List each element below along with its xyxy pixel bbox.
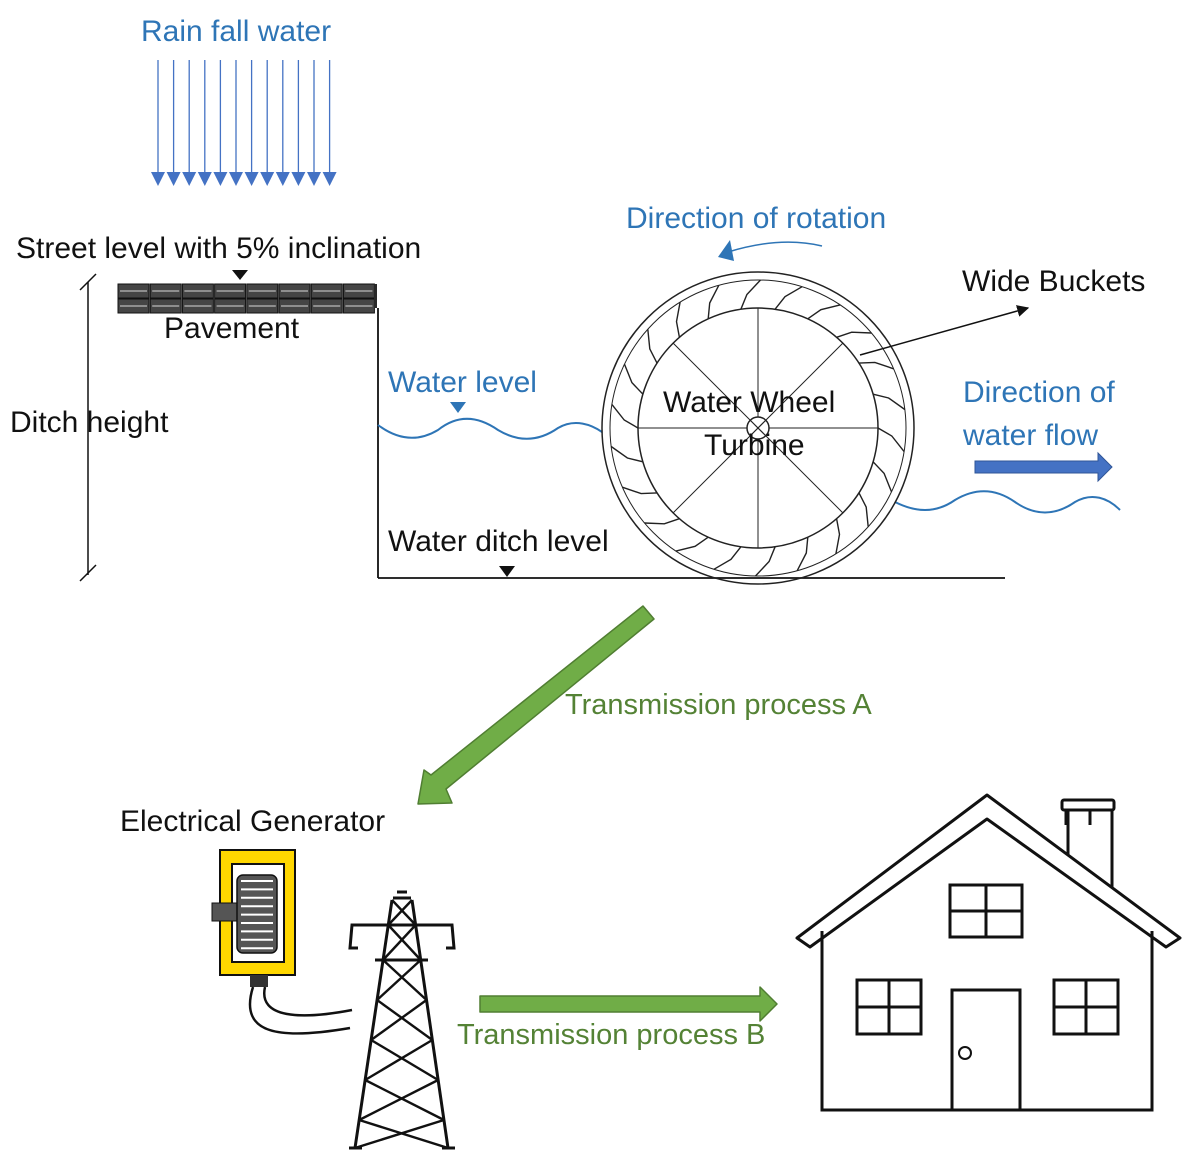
wheel-bucket [858,492,869,527]
water-wave-left [377,417,603,440]
wheel-bucket [796,537,809,572]
wheel-bucket [644,518,680,525]
rain-arrow [244,60,259,186]
wheel-bucket [858,361,894,370]
rain-arrow [229,60,243,186]
buckets-pointer [859,305,1030,356]
pavement-label: Pavement [164,312,300,345]
wheel-bucket [675,536,709,552]
ditch-height-dimension [79,273,97,582]
rain-arrow [291,60,306,186]
electrical-generator [211,849,353,1035]
wheel-bucket [836,331,872,338]
wheel-label-line1: Water Wheel [663,386,836,419]
rain-arrows [151,60,337,186]
wheel-bucket [754,546,776,577]
rain-arrow [166,60,181,186]
wheel-spoke [757,342,844,429]
rain-arrow [260,60,275,186]
wheel-bucket [610,445,644,463]
ditch-height-label: Ditch height [10,406,169,439]
rain-arrow [213,60,228,186]
wheel-bucket [622,486,658,495]
rain-arrow [307,60,321,186]
street-level-label: Street level with 5% inclination [16,232,422,265]
water-wheel [601,271,915,585]
rain-arrow [322,60,337,186]
wheel-label-line2: Turbine [704,429,805,462]
rain-arrow [197,60,212,186]
wheel-bucket [713,546,742,570]
transmission-arrow-b [479,986,778,1022]
wheel-spoke [672,342,759,429]
rain-label: Rain fall water [141,15,332,48]
ditch-outline [375,284,1005,579]
water-level-marker [450,402,466,413]
transmission-b-label: Transmission process B [457,1019,766,1051]
rain-arrow [151,60,165,186]
flow-direction-arrow [974,451,1113,483]
wheel-bucket [611,403,639,429]
wheel-outer-rim [601,271,915,585]
transmission-tower [348,890,456,1150]
flow-label-line1: Direction of [963,376,1115,409]
street-level-marker [232,270,248,280]
wheel-bucket [675,301,681,338]
flow-label-line2: water flow [963,419,1099,452]
pavement-bricks [117,283,375,314]
wheel-bucket [872,393,906,411]
rain-arrow [182,60,197,186]
generator-label: Electrical Generator [120,805,386,838]
rain-arrow [275,60,290,186]
wheel-spoke [672,427,759,514]
wheel-bucket [774,286,803,310]
transmission-arrow-a [417,605,655,805]
rotation-arrow [718,240,823,261]
wheel-bucket [647,329,658,364]
water-wave-right [894,490,1121,514]
wheel-bucket [707,284,720,319]
house [795,793,1182,1112]
wheel-bucket [835,518,841,555]
rotation-label: Direction of rotation [626,202,887,235]
water-level-label: Water level [388,366,537,399]
wide-buckets-label: Wide Buckets [962,265,1146,298]
wheel-bucket [623,363,644,395]
ditch-level-label: Water ditch level [388,525,609,558]
wheel-bucket [872,461,893,493]
wheel-bucket [807,304,841,320]
transmission-a-label: Transmission process A [565,689,872,721]
wheel-bucket [740,279,762,310]
ditch-level-marker [499,566,515,577]
wheel-bucket [877,427,905,453]
wheel-spoke [757,427,844,514]
